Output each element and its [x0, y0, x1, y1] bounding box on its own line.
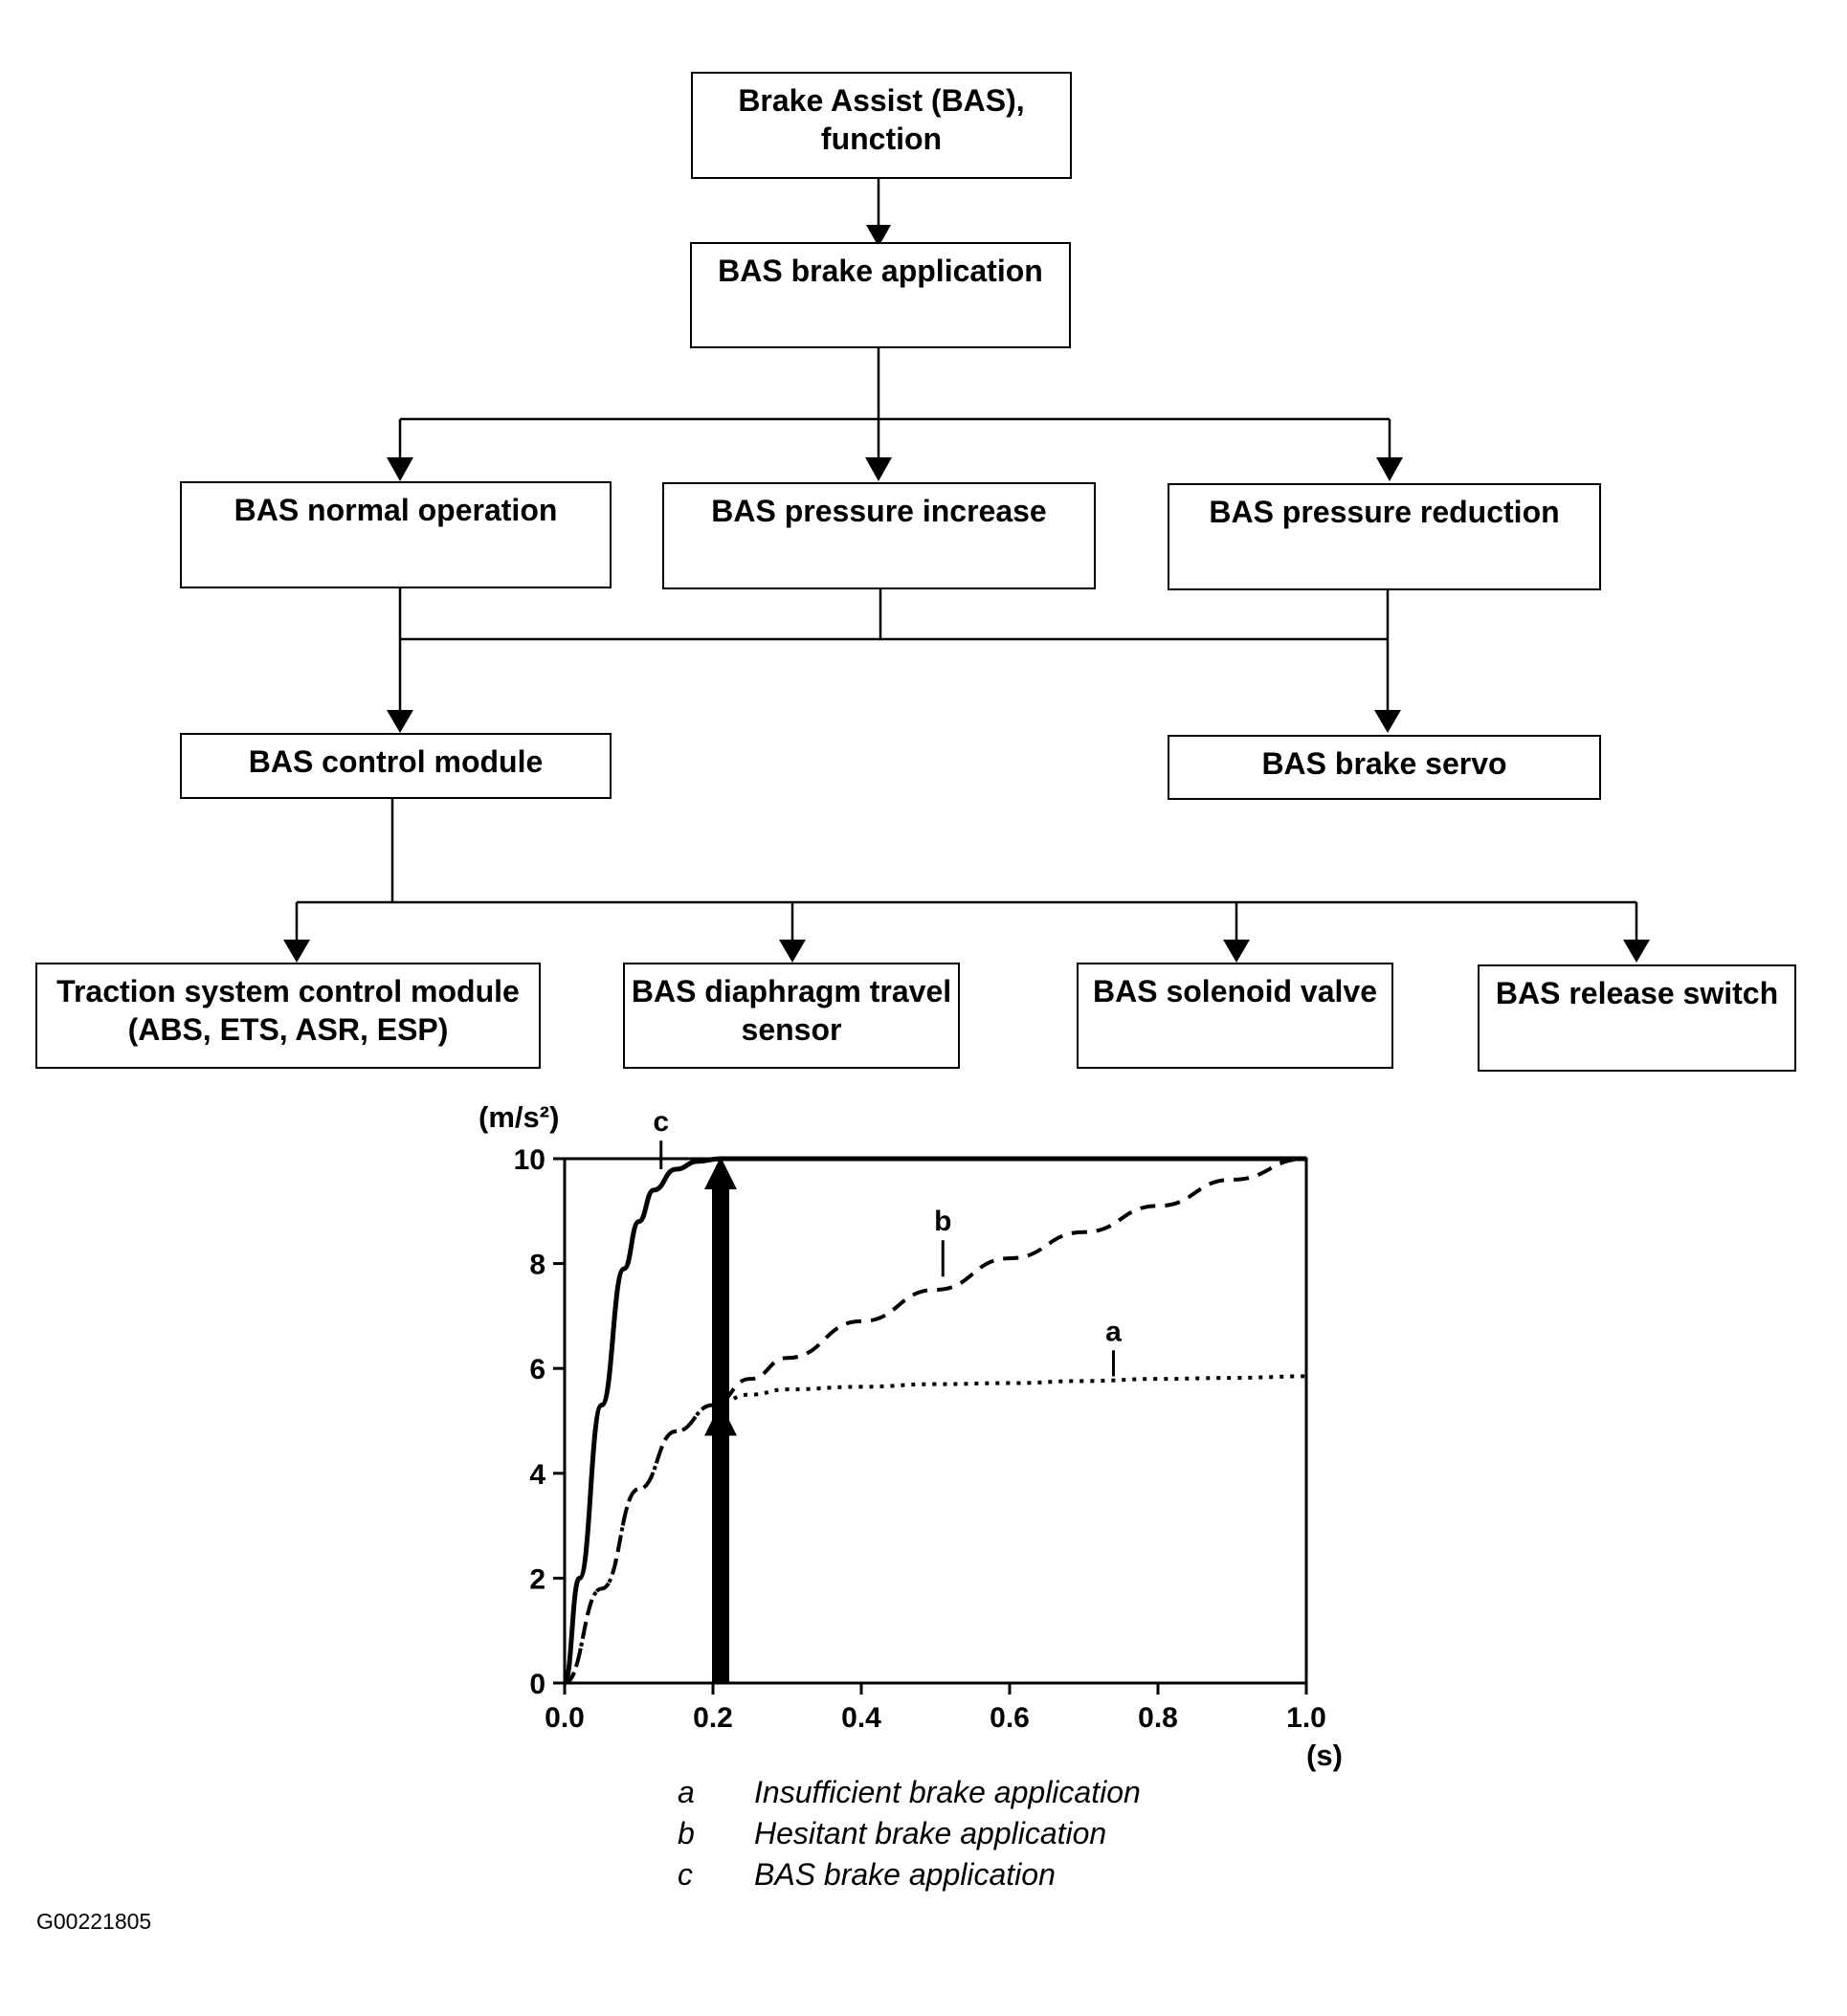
y-tick-label-5: 10	[514, 1144, 545, 1176]
x-tick-label-4: 0.8	[1138, 1702, 1178, 1734]
bas-control-module-box: BAS control module	[180, 733, 612, 799]
y-tick-label-4: 8	[529, 1250, 545, 1281]
x-tick-label-0: 0.0	[545, 1702, 585, 1734]
bas-solenoid-valve-box: BAS solenoid valve	[1077, 963, 1393, 1069]
series-label-a: a	[1105, 1316, 1122, 1347]
x-tick-label-1: 0.2	[693, 1702, 733, 1734]
legend-text-c: BAS brake application	[754, 1857, 1056, 1892]
bas-release-switch-label: BAS release switch	[1495, 976, 1779, 1010]
x-tick-label-5: 1.0	[1286, 1702, 1326, 1734]
bas-diaphragm-travel-sensor-label-line2: sensor	[741, 1012, 842, 1047]
bas-normal-operation-box: BAS normal operation	[180, 481, 612, 588]
legend-text-a: Insufficient brake application	[754, 1775, 1141, 1809]
series-line-c	[562, 1156, 1306, 1686]
marker-arrow-head-mid-0	[704, 1403, 737, 1436]
bas-brake-application-label: BAS brake application	[718, 254, 1043, 288]
legend-text-b: Hesitant brake application	[754, 1816, 1107, 1850]
y-tick-label-3: 6	[529, 1354, 545, 1385]
bas-diaphragm-travel-sensor-label-line1: BAS diaphragm travel	[631, 974, 952, 1008]
bas-brake-servo-label: BAS brake servo	[1261, 746, 1507, 781]
x-tick-label-2: 0.4	[841, 1702, 881, 1734]
traction-control-module-label-line1: Traction system control module	[56, 974, 520, 1008]
legend-key-a: a	[678, 1775, 695, 1809]
bas-pressure-reduction-box: BAS pressure reduction	[1168, 483, 1601, 590]
bas-solenoid-valve-label: BAS solenoid valve	[1093, 974, 1377, 1008]
legend-key-b: b	[678, 1816, 695, 1850]
bas-release-switch-box: BAS release switch	[1478, 964, 1796, 1072]
series-line-a	[564, 1374, 1307, 1685]
bas-function-label-line2: function	[820, 122, 943, 156]
bas-function-label-line1: Brake Assist (BAS),	[738, 83, 1025, 118]
legend-key-c: c	[678, 1857, 693, 1892]
bas-normal-operation-label: BAS normal operation	[234, 493, 558, 527]
y-tick-label-1: 2	[529, 1563, 545, 1595]
bas-control-module-label: BAS control module	[248, 744, 544, 779]
bas-brake-application-box: BAS brake application	[690, 242, 1071, 348]
figure-id: G00221805	[36, 1909, 152, 1934]
traction-control-module-box: Traction system control module (ABS, ETS…	[35, 963, 541, 1069]
series-line-b	[564, 1157, 1307, 1685]
x-axis-label: (s)	[1306, 1739, 1343, 1772]
bas-pressure-reduction-label: BAS pressure reduction	[1209, 495, 1560, 529]
y-axis-label: (m/s²)	[478, 1100, 559, 1134]
bas-brake-servo-box: BAS brake servo	[1168, 735, 1601, 800]
bas-pressure-increase-label: BAS pressure increase	[711, 494, 1047, 528]
marker-arrow-head-top-0	[704, 1157, 737, 1189]
series-label-c: c	[653, 1106, 669, 1138]
traction-control-module-label-line2: (ABS, ETS, ASR, ESP)	[127, 1012, 449, 1047]
series-label-b: b	[934, 1206, 951, 1237]
y-tick-label-0: 0	[529, 1669, 545, 1700]
x-tick-label-3: 0.6	[990, 1702, 1030, 1734]
bas-function-box: Brake Assist (BAS), function	[691, 72, 1072, 179]
bas-diaphragm-travel-sensor-box: BAS diaphragm travel sensor	[623, 963, 960, 1069]
y-tick-label-2: 4	[529, 1459, 545, 1491]
bas-pressure-increase-box: BAS pressure increase	[662, 482, 1096, 589]
